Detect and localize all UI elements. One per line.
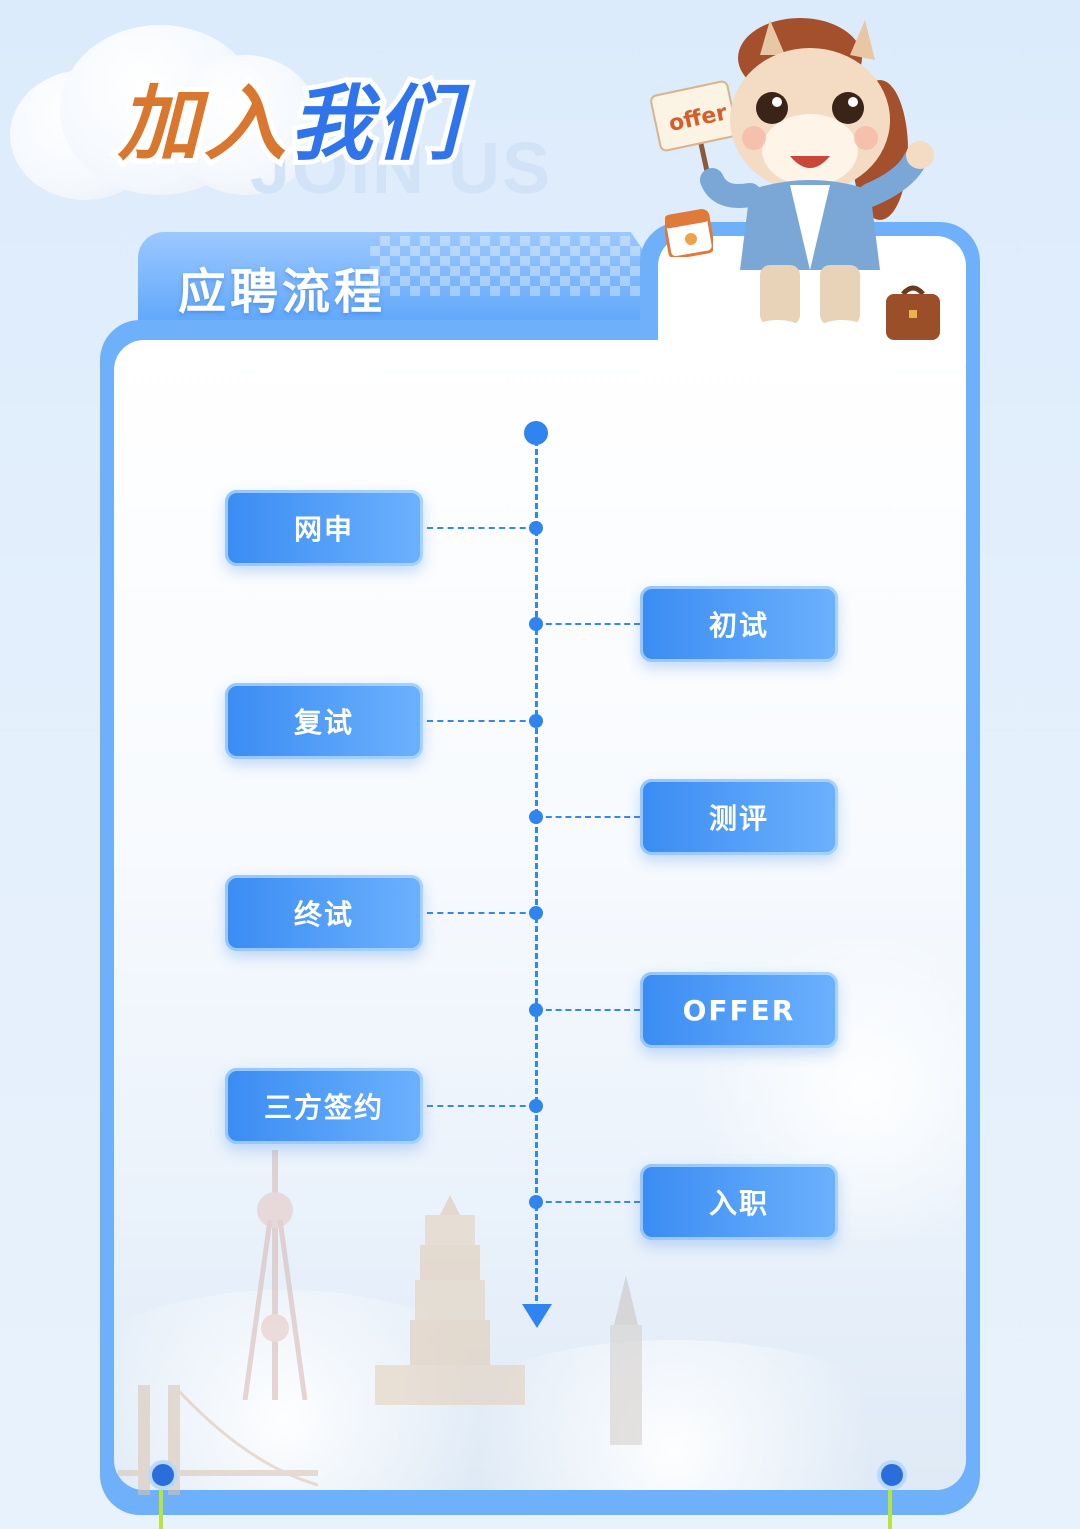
step-4: 测评	[640, 779, 838, 855]
mascot-horse-icon: offer	[650, 18, 934, 344]
title-subtitle: JOIN US	[250, 129, 553, 209]
hanger-line-right	[888, 1480, 892, 1529]
timeline-dot	[529, 521, 543, 535]
pin-left-icon	[148, 1460, 178, 1490]
step-connector	[536, 1201, 640, 1203]
briefcase-icon	[886, 285, 940, 340]
step-connector	[427, 720, 536, 722]
timeline-dot	[529, 810, 543, 824]
page-title-part1: 加入	[113, 77, 291, 172]
step-8: 入职	[640, 1164, 838, 1240]
timeline-dot	[529, 1003, 543, 1017]
page-title-part2: 我们	[285, 77, 463, 172]
timeline-dot	[529, 714, 543, 728]
arrow-down-icon	[522, 1304, 552, 1328]
timeline-dot	[529, 1099, 543, 1113]
step-7: 三方签约	[225, 1068, 423, 1144]
step-6: OFFER	[640, 972, 838, 1048]
step-connector	[427, 912, 536, 914]
timeline-line	[535, 440, 538, 1310]
step-1: 网申	[225, 490, 423, 566]
step-connector	[536, 816, 640, 818]
timeline-dot	[529, 1195, 543, 1209]
clock-tower-icon	[610, 1275, 642, 1445]
pagoda-icon	[375, 1195, 525, 1405]
step-3: 复试	[225, 683, 423, 759]
calendar-icon	[665, 208, 713, 257]
card-tab-pattern	[370, 236, 640, 296]
card-tab	[138, 232, 698, 332]
step-connector	[536, 1009, 640, 1011]
timeline-dot	[529, 617, 543, 631]
cloud-icon	[170, 55, 320, 195]
step-connector	[427, 1105, 536, 1107]
step-2: 初试	[640, 586, 838, 662]
timeline-dot	[529, 906, 543, 920]
page-title: 加入 我们	[113, 70, 463, 180]
tv-tower-icon	[242, 1150, 308, 1400]
step-connector	[536, 623, 640, 625]
pin-right-icon	[877, 1460, 907, 1490]
hanger-line-left	[159, 1480, 163, 1529]
step-connector	[427, 527, 536, 529]
card-title: 应聘流程	[178, 264, 387, 320]
step-5: 终试	[225, 875, 423, 951]
